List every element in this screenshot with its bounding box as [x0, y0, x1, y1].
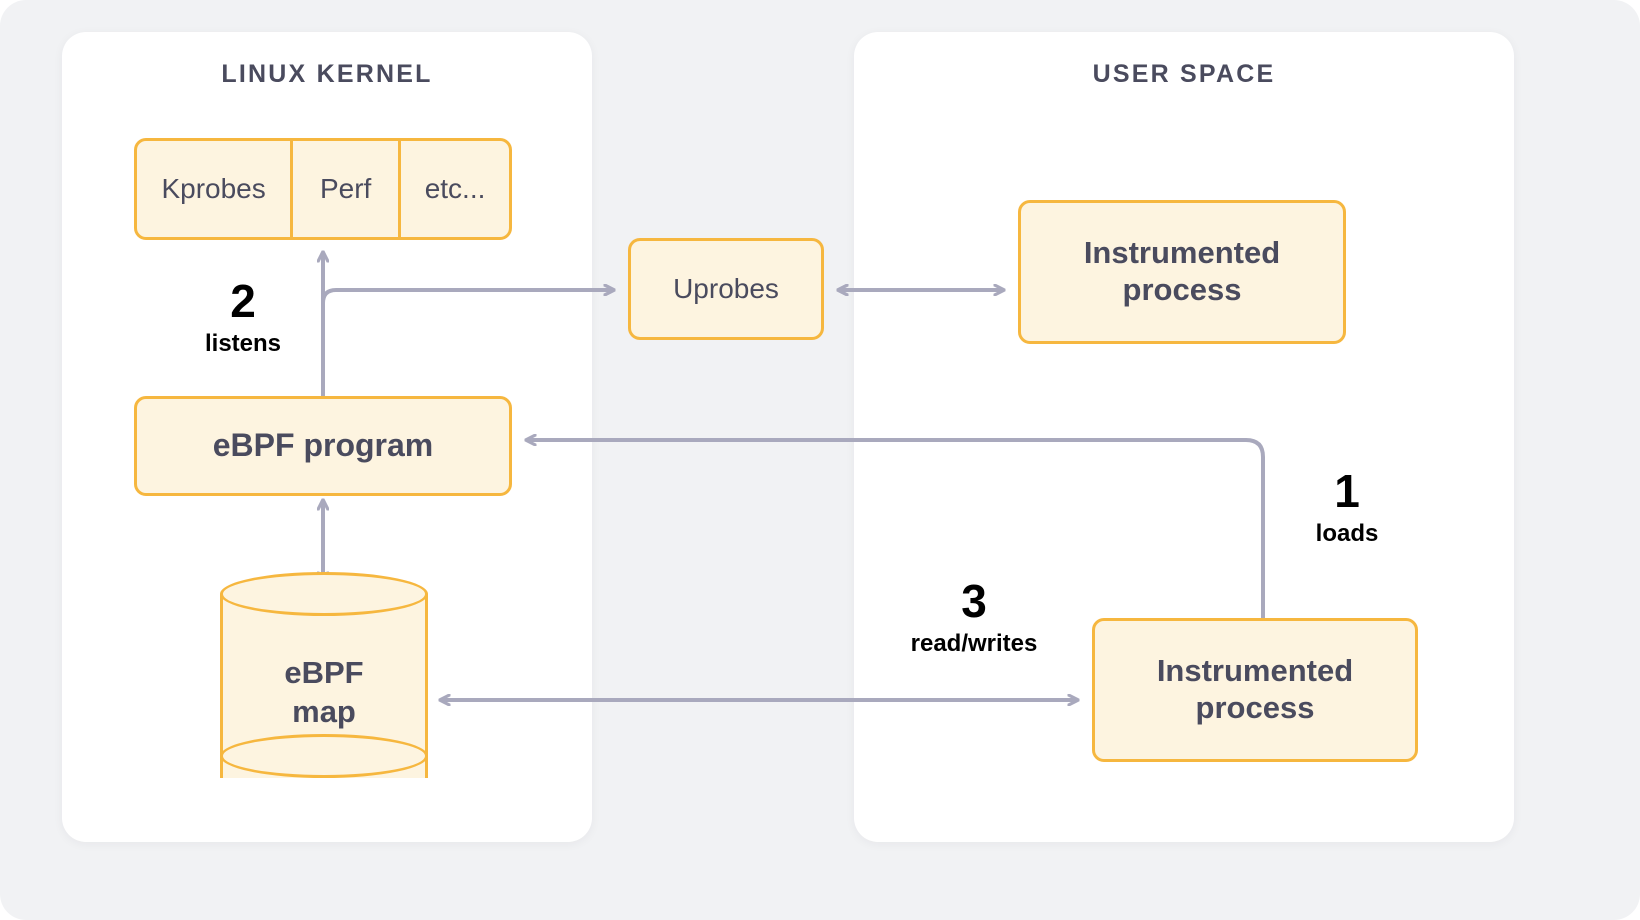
step-number-3: 3: [961, 575, 987, 627]
ebpf-map-line1: eBPF: [284, 655, 364, 691]
node-instrumented-process-bottom[interactable]: Instrumented process: [1092, 618, 1418, 762]
node-ebpf-program[interactable]: eBPF program: [134, 396, 512, 496]
probes-row: Kprobes Perf etc...: [134, 138, 512, 240]
instrumented-bottom-line1: Instrumented: [1156, 653, 1354, 689]
node-kernel-probes[interactable]: Kprobes Perf etc...: [134, 138, 512, 240]
instrumented-top-line1: Instrumented: [1083, 235, 1281, 271]
step-annotation-loads: 1 loads: [1294, 468, 1400, 546]
probe-cell-perf[interactable]: Perf: [293, 141, 402, 237]
node-uprobes[interactable]: Uprobes: [628, 238, 824, 340]
step-annotation-listens: 2 listens: [190, 278, 296, 356]
step-number-1: 1: [1334, 465, 1360, 517]
node-instrumented-process-top[interactable]: Instrumented process: [1018, 200, 1346, 344]
node-ebpf-map-text: eBPF map: [220, 628, 428, 758]
probe-cell-etc[interactable]: etc...: [424, 173, 486, 205]
probe-cell-kprobes[interactable]: Kprobes: [137, 141, 294, 237]
instrumented-bottom-line2: process: [1195, 690, 1315, 725]
cylinder-bottom-ellipse: [220, 734, 428, 778]
cylinder-top-ellipse: [220, 572, 428, 616]
instrumented-top-line2: process: [1122, 272, 1242, 307]
step-number-2: 2: [230, 275, 256, 327]
step-label-loads: loads: [1315, 520, 1379, 547]
node-ebpf-map[interactable]: eBPF map: [220, 572, 428, 800]
step-label-listens: listens: [204, 330, 282, 357]
step-annotation-read-writes: 3 read/writes: [886, 578, 1062, 656]
ebpf-map-line2: map: [292, 694, 356, 729]
panel-title-linux-kernel: LINUX KERNEL: [221, 60, 433, 88]
panel-title-user-space: USER SPACE: [1092, 60, 1276, 88]
node-instrumented-process-top-text: Instrumented process: [1084, 235, 1280, 308]
step-label-read-writes: read/writes: [910, 630, 1038, 657]
node-instrumented-process-bottom-text: Instrumented process: [1157, 653, 1353, 726]
